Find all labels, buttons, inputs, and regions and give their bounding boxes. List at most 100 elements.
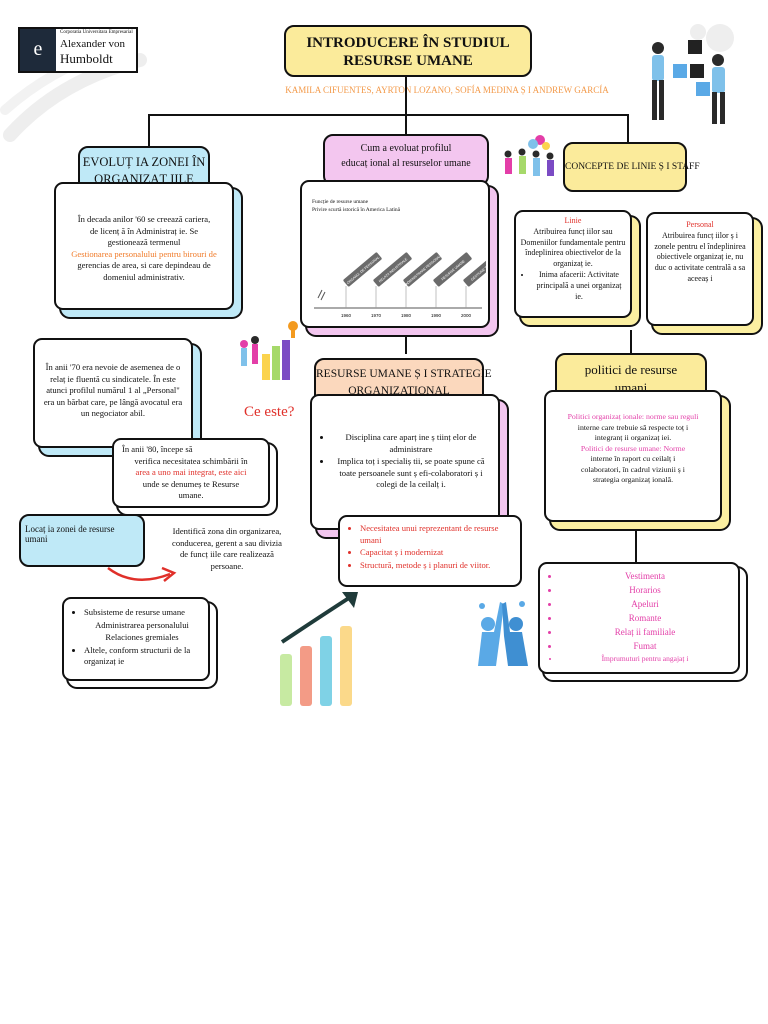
- personal-text: Atribuirea funcț iilor ș i zonele pentru…: [654, 230, 746, 283]
- policies-card: Politici organizaț ionale: norme sau reg…: [544, 390, 722, 522]
- evolution-card-80s: În anii '80, începe să verifica necesita…: [112, 438, 270, 508]
- evolution-card-60s: În decada anilor '60 se creează cariera,…: [54, 182, 234, 310]
- strategy-heading-line1: RESURSE UMANE Ș I STRATEGIE: [316, 368, 492, 380]
- timeline-stage-box: [373, 252, 412, 287]
- policies-list: Vestimenta Horarios Apeluri Romante Rela…: [548, 570, 730, 665]
- growth-bar-1: [280, 654, 292, 706]
- timeline-year-label: 1960: [341, 313, 352, 318]
- location-list-card: Subsisteme de resurse umane Administrare…: [62, 597, 210, 681]
- strategy-item: Implica toț i specialiș tii, se poate sp…: [332, 456, 490, 491]
- growth-bar-2: [300, 646, 312, 706]
- strategy-red-item: Capacitat ș i modernizat: [360, 547, 512, 559]
- linie-title: Linie: [564, 216, 582, 225]
- personal-card: Personal Atribuirea funcț iilor ș i zone…: [646, 212, 754, 326]
- policy-item: Relaț ii familiale: [560, 626, 730, 639]
- high-five-illustration: [478, 601, 528, 666]
- policies-line7: strategia organizaț ională.: [592, 475, 674, 485]
- card-80s-red: area a uno mai integrat, este aici: [135, 467, 247, 478]
- policy-item: Apeluri: [560, 598, 730, 611]
- timeline-break-mark: [317, 289, 326, 301]
- growth-bar-4: [340, 626, 352, 706]
- timeline-year-label: 2000: [461, 313, 472, 318]
- card-60s-line4: gerencias de area, si care depindeau de: [77, 260, 211, 271]
- page-title-line1: INTRODUCERE ÎN STUDIUL: [306, 35, 510, 51]
- personal-title: Personal: [686, 220, 714, 229]
- card-80s-line4: umane.: [178, 490, 204, 501]
- location-description: Identifică zona din organizarea, conduce…: [172, 526, 282, 571]
- card-60s-line2: de licenț ă în Administraț ie. Se: [89, 225, 199, 236]
- policies-line1: Politici organizaț ionale: norme sau reg…: [567, 412, 699, 421]
- timeline-year-label: 1970: [371, 313, 382, 318]
- policies-line5: interne în raport cu ceilalț i: [590, 454, 676, 464]
- team-puzzle-illustration: [652, 24, 734, 124]
- growth-arrow-icon: [280, 592, 358, 644]
- strategy-red-item: Necesitatea unui reprezentant de resurse…: [360, 523, 512, 546]
- connector-left-down: [148, 114, 150, 150]
- strategy-card: Disciplina care aparț ine ș tiinț elor d…: [310, 394, 500, 530]
- strategy-red-list: Necesitatea unui reprezentant de resurse…: [348, 523, 512, 571]
- red-curved-arrow: [107, 566, 177, 582]
- linie-text: Atribuirea funcț iilor sau Domeniilor fu…: [520, 226, 626, 269]
- growth-bars-illustration: [278, 588, 362, 706]
- connector-right-mid: [630, 330, 632, 354]
- policy-item: Fumat: [560, 640, 730, 653]
- strategy-red-item: Structură, metode ș i planuri de viitor.: [360, 560, 512, 572]
- timeline-stage-box: [403, 252, 442, 287]
- policy-item: Împrumuturi pentru angajaț i: [560, 654, 730, 665]
- location-item: Altele, conform structurii de la organiz…: [84, 645, 200, 668]
- timeline-stage-box: [463, 252, 486, 287]
- connector-center-down: [405, 114, 407, 136]
- growth-bar-3: [320, 636, 332, 706]
- profile-chart-title-line1: Funcție de resurse umane: [312, 199, 369, 205]
- policies-line4: Politici de resurse umane: Norme: [580, 443, 686, 453]
- card-60s-line3: gestionează termenul: [107, 237, 181, 248]
- logo-name-line2: Humboldt: [60, 51, 113, 66]
- location-item: Administrarea personalului: [95, 619, 189, 630]
- concepts-heading-text: CONCEPTE DE LINIE Ș I STAFF: [565, 162, 700, 172]
- policies-line2: interne care trebuie să respecte toț i: [577, 422, 689, 432]
- linie-list: Inima afacerii: Activitate principală a …: [520, 270, 626, 302]
- page-title: INTRODUCERE ÎN STUDIUL RESURSE UMANE: [284, 25, 532, 77]
- profile-chart-title-line2: Privire scurtă istorică în America Latin…: [312, 207, 401, 213]
- card-80s-line3: unde se denumeș te Resurse: [142, 478, 240, 489]
- location-tag: Locaț ia zonei de resurse umani: [19, 514, 145, 567]
- evolution-card-70s: În anii '70 era nevoie de asemenea de o …: [33, 338, 193, 448]
- trophy-team-illustration: [240, 321, 298, 380]
- card-80s-line1: În anii '80, începe să: [122, 444, 193, 454]
- card-80s-line2: verifica necesitatea schimbării în: [134, 455, 248, 466]
- location-list: Subsisteme de resurse umane Administrare…: [72, 607, 200, 668]
- location-item: Subsisteme de resurse umane: [84, 607, 200, 619]
- linie-bullet: Inima afacerii: Activitate principală a …: [532, 270, 626, 302]
- profile-timeline-chart: 196019701980199020002010ORGANIZ. DE PERS…: [314, 252, 486, 318]
- people-balloons-illustration: [504, 135, 554, 176]
- connector-center-mid: [405, 328, 407, 354]
- page-title-line2: RESURSE UMANE: [343, 53, 473, 69]
- policies-line3: integranț ii organizaț iei.: [594, 433, 672, 443]
- logo-name-line1: Alexander von: [60, 38, 126, 50]
- profile-heading-line1: Cum a evoluat profilul: [360, 143, 452, 154]
- strategy-red-card: Necesitatea unui reprezentant de resurse…: [338, 515, 522, 587]
- location-tag-text: Locaț ia zonei de resurse umani: [25, 524, 115, 544]
- card-60s-highlight: Gestionarea personalului pentru birouri …: [71, 248, 217, 259]
- authors: KAMILA CIFUENTES, AYRTON LOZANO, SOFÍA M…: [285, 85, 609, 95]
- card-60s-line5: domeniul administrativ.: [103, 271, 185, 282]
- connector-horizontal: [148, 114, 628, 116]
- policy-item: Horarios: [560, 584, 730, 597]
- policies-heading-line1: politici de resurse: [584, 362, 678, 377]
- strategy-item: Disciplina care aparț ine ș tiinț elor d…: [332, 432, 490, 455]
- card-70s-text: În anii '70 era nevoie de asemenea de o …: [43, 362, 183, 419]
- card-60s-line1: În decada anilor '60 se creează cariera,: [77, 214, 211, 224]
- timeline-stage-box: [433, 252, 472, 287]
- policies-line6: colaboratori, în cadrul viziunii ș i: [581, 464, 685, 474]
- profile-chart-card: Funcție de resurse umane Privire scurtă …: [300, 180, 490, 328]
- linie-card: Linie Atribuirea funcț iilor sau Domenii…: [514, 210, 632, 318]
- concepts-heading: CONCEPTE DE LINIE Ș I STAFF: [563, 142, 700, 192]
- logo-mark: e: [20, 29, 56, 71]
- timeline-stage-label: RESURSE UMANE: [441, 259, 467, 282]
- policies-list-card: Vestimenta Horarios Apeluri Romante Rela…: [538, 562, 740, 674]
- connector-title-down: [405, 77, 407, 115]
- profile-heading: Cum a evoluat profilul educaț ional al r…: [323, 134, 489, 186]
- timeline-year-label: 1990: [431, 313, 442, 318]
- policy-item: Vestimenta: [560, 570, 730, 583]
- connector-right-down: [627, 114, 629, 142]
